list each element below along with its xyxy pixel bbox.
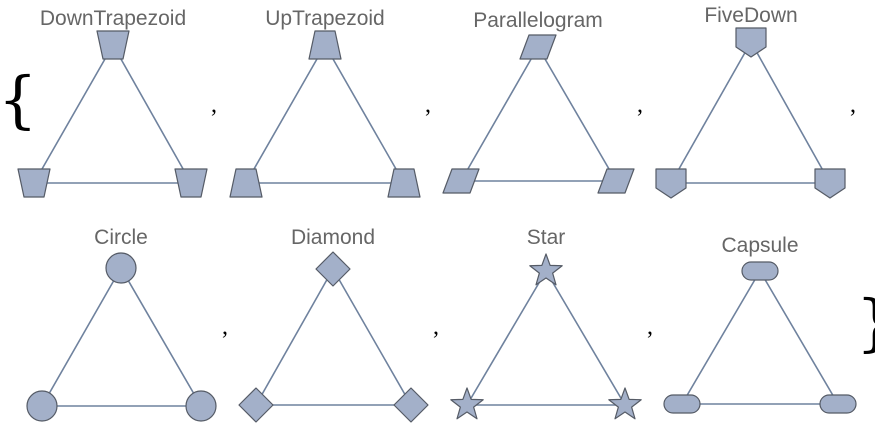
graph-panel: Parallelogram [442,9,635,194]
graph-label: UpTrapezoid [265,7,384,30]
graph-label: Diamond [291,226,375,249]
graph-edge [466,270,547,406]
capsule-vertex [741,261,779,281]
parallelogram-vertex [442,168,480,194]
graph-edge [460,46,539,182]
graph-label: FiveDown [704,4,797,27]
down-trapezoid-vertex [17,168,51,198]
graph-panel: Star [450,226,642,420]
graph-edge [537,46,617,182]
five-down-vertex [814,168,846,199]
separator-comma: , [222,314,228,340]
diamond-vertex [393,387,429,423]
circle-vertex [26,390,58,422]
star-vertex [529,253,563,286]
graph-label: Star [527,226,566,249]
circle-vertex [105,252,137,284]
graph-edge [759,270,839,405]
diamond-vertex [315,251,351,287]
down-trapezoid-vertex [174,168,208,198]
circle-vertex [185,390,217,422]
graph-panel: Capsule [663,234,857,414]
graph-edge [750,41,831,184]
graph-edge [33,44,114,184]
up-trapezoid-vertex [308,30,342,60]
graph-panel: UpTrapezoid [229,7,421,198]
five-down-vertex [655,168,687,199]
capsule-vertex [819,394,857,414]
graph-label: Parallelogram [473,9,603,32]
graph-edge [245,44,326,184]
graphs-layer: DownTrapezoid UpTrapezoid Parallelogram Fiv… [17,4,857,423]
separator-comma: , [647,314,653,340]
open-brace: { [0,63,37,136]
graph-panel: FiveDown [655,4,846,199]
up-trapezoid-vertex [229,168,263,198]
graph-edge [255,268,334,406]
graph-edge [670,41,752,184]
graph-edge [681,270,761,405]
parallelogram-vertex [519,34,557,60]
capsule-vertex [663,394,701,414]
graph-panel: Diamond [238,226,429,423]
graph-label: Circle [94,226,148,249]
separator-comma: , [211,92,217,118]
graph-edge [41,267,122,407]
separator-comma: , [425,92,431,118]
graph-edge [120,267,202,407]
graph-panel: DownTrapezoid [17,7,208,198]
graph-label: Capsule [721,234,798,257]
graph-edge [324,44,405,184]
parallelogram-vertex [597,168,635,194]
graph-edge [332,268,412,406]
star-vertex [608,387,642,420]
down-trapezoid-vertex [96,30,130,60]
graph-edge [545,270,626,406]
separator-comma: , [850,92,856,118]
graph-label: DownTrapezoid [40,7,186,30]
separator-comma: , [637,92,643,118]
star-vertex [450,387,484,420]
close-brace: } [856,286,875,359]
five-down-vertex [735,27,767,58]
graph-panel: Circle [26,226,217,422]
separator-comma: , [433,314,439,340]
up-trapezoid-vertex [387,168,421,198]
diamond-vertex [238,387,274,423]
graph-edge [112,44,192,184]
